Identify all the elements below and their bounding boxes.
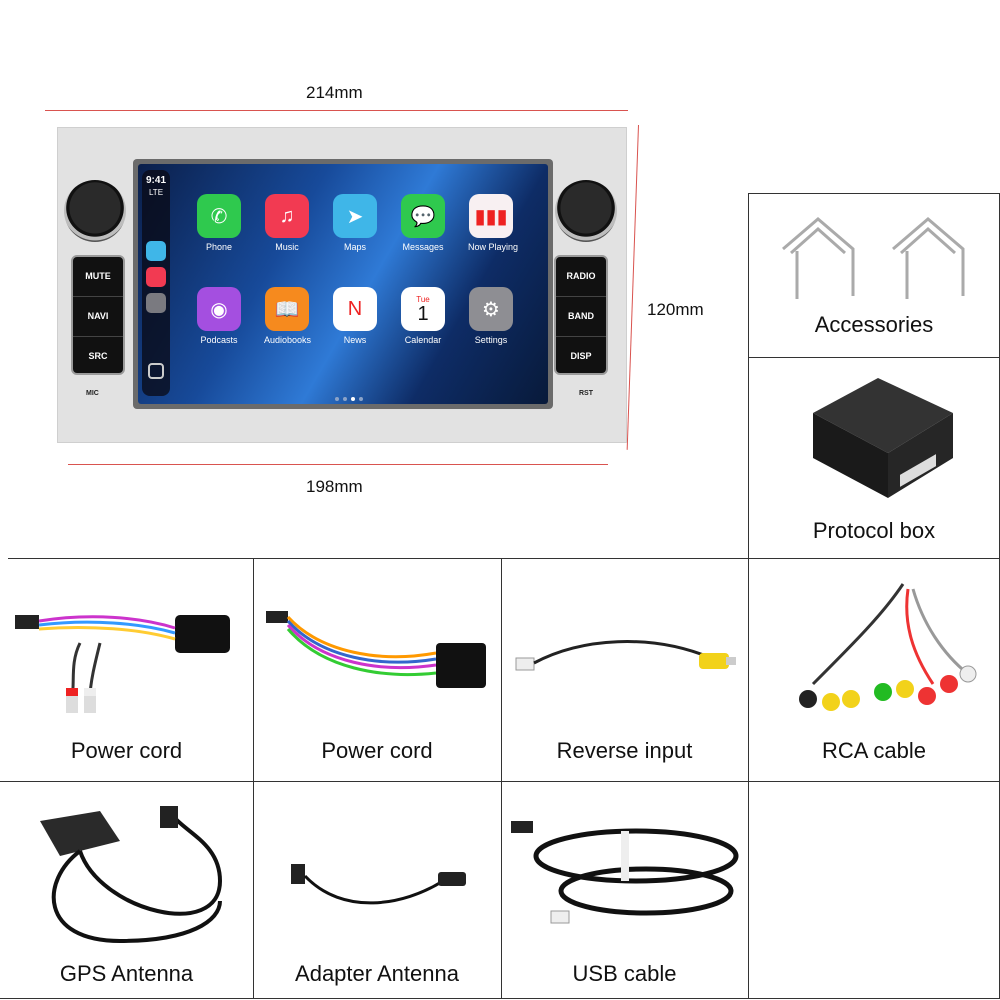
app-label: Settings	[474, 335, 508, 345]
grid-line	[748, 193, 749, 999]
dock-podcasts-icon[interactable]	[146, 293, 166, 313]
grid-line	[748, 357, 1000, 358]
dock-maps-icon[interactable]	[146, 241, 166, 261]
grid-line	[8, 558, 1000, 559]
now-playing-icon: ▮▮▮	[469, 194, 513, 238]
adapter-antenna-cell: Adapter Antenna	[253, 781, 501, 998]
disp-button[interactable]: DISP	[570, 351, 592, 361]
calendar-date: 1	[417, 302, 429, 325]
head-unit: MUTE NAVI SRC RADIO BAND DISP MIC RST 9:…	[57, 127, 627, 443]
calendar-day-label: Tue	[416, 294, 430, 304]
page-indicator	[333, 388, 365, 404]
right-tuning-knob[interactable]	[555, 180, 617, 242]
rca-cable-image	[799, 583, 977, 711]
app-messages[interactable]: 💬 Messages	[400, 194, 446, 252]
podcasts-icon: ◉	[197, 287, 241, 331]
app-now-playing[interactable]: ▮▮▮ Now Playing	[468, 194, 519, 252]
grid-line	[748, 193, 1000, 194]
navi-button[interactable]: NAVI	[73, 297, 123, 337]
app-label: Maps	[343, 242, 366, 252]
left-button-panel: MUTE NAVI SRC	[71, 255, 125, 375]
news-icon: N	[333, 287, 377, 331]
mic-label: MIC	[86, 390, 99, 397]
carplay-dock: 9:41 LTE	[142, 170, 170, 396]
app-music[interactable]: ♫ Music	[264, 194, 310, 252]
rca-cable-cell: RCA cable	[748, 558, 1000, 781]
usb-cable-cell: USB cable	[501, 781, 748, 998]
reverse-input-label: Reverse input	[556, 738, 693, 763]
app-audiobooks[interactable]: 📖 Audiobooks	[264, 287, 312, 345]
accessories-label: Accessories	[814, 312, 934, 337]
messages-icon: 💬	[401, 194, 445, 238]
app-label: Music	[275, 242, 299, 252]
removal-keys-image	[782, 217, 965, 299]
status-time: 9:41	[145, 175, 166, 186]
gps-antenna-image	[40, 806, 223, 944]
left-volume-knob[interactable]	[64, 180, 126, 242]
usb-cable-label: USB cable	[572, 961, 677, 986]
grid-line	[253, 558, 254, 999]
protocol-box-image	[813, 378, 953, 498]
app-label: Podcasts	[200, 335, 238, 345]
accessories-cell: Accessories	[748, 193, 1000, 357]
app-settings[interactable]: ⚙ Settings	[468, 287, 514, 345]
maps-icon: ➤	[333, 194, 377, 238]
power-cord-1-cell: Power cord	[0, 558, 253, 781]
dock-home-button[interactable]	[148, 363, 164, 379]
rst-label: RST	[579, 390, 593, 397]
app-label: Calendar	[404, 335, 442, 345]
reverse-input-cell: Reverse input	[501, 558, 748, 781]
app-podcasts[interactable]: ◉ Podcasts	[196, 287, 242, 345]
gps-antenna-label: GPS Antenna	[59, 961, 194, 986]
right-button-panel: RADIO BAND DISP	[554, 255, 608, 375]
app-label: Audiobooks	[264, 335, 312, 345]
width-bottom-line	[68, 464, 608, 465]
phone-icon: ✆	[197, 194, 241, 238]
music-icon: ♫	[265, 194, 309, 238]
band-button[interactable]: BAND	[556, 297, 606, 337]
app-news[interactable]: N News	[332, 287, 378, 345]
power-cord-2-cell: Power cord	[253, 558, 501, 781]
width-bottom-label: 198mm	[306, 477, 363, 496]
app-label: Messages	[402, 242, 444, 252]
power-cord-2-label: Power cord	[321, 738, 433, 763]
radio-button[interactable]: RADIO	[556, 257, 606, 297]
usb-cable-image	[511, 821, 739, 924]
audiobooks-icon: 📖	[265, 287, 309, 331]
dock-music-icon[interactable]	[146, 267, 166, 287]
power-cord-1-image	[15, 615, 230, 713]
mute-button[interactable]: MUTE	[73, 257, 123, 297]
rca-cable-label: RCA cable	[822, 738, 926, 763]
src-button[interactable]: SRC	[88, 351, 108, 361]
app-maps[interactable]: ➤ Maps	[332, 194, 378, 252]
settings-icon: ⚙	[469, 287, 513, 331]
adapter-antenna-label: Adapter Antenna	[295, 961, 459, 986]
app-phone[interactable]: ✆ Phone	[196, 194, 242, 252]
width-top-line	[45, 110, 628, 111]
protocol-box-cell: Protocol box	[748, 357, 1000, 558]
width-top-label: 214mm	[306, 83, 363, 102]
height-line	[626, 124, 639, 450]
carplay-display: 9:41 LTE ✆ Phone ♫ Music ➤ Maps 💬 Messages ▮▮▮ No…	[138, 164, 548, 404]
power-cord-1-label: Power cord	[70, 738, 183, 763]
grid-line	[0, 781, 1000, 782]
gps-antenna-cell: GPS Antenna	[0, 781, 253, 998]
adapter-antenna-image	[291, 864, 466, 905]
power-cord-2-image	[266, 611, 486, 688]
screen-bezel: 9:41 LTE ✆ Phone ♫ Music ➤ Maps 💬 Messages ▮▮▮ No…	[133, 159, 553, 409]
protocol-box-label: Protocol box	[812, 518, 936, 543]
status-network: LTE	[148, 188, 164, 197]
reverse-input-image	[515, 640, 736, 671]
app-label: Phone	[205, 242, 233, 252]
grid-line	[501, 558, 502, 999]
app-label: Now Playing	[468, 242, 519, 252]
app-label: News	[343, 335, 367, 345]
grid-line	[0, 998, 1000, 999]
height-label: 120mm	[647, 300, 704, 319]
